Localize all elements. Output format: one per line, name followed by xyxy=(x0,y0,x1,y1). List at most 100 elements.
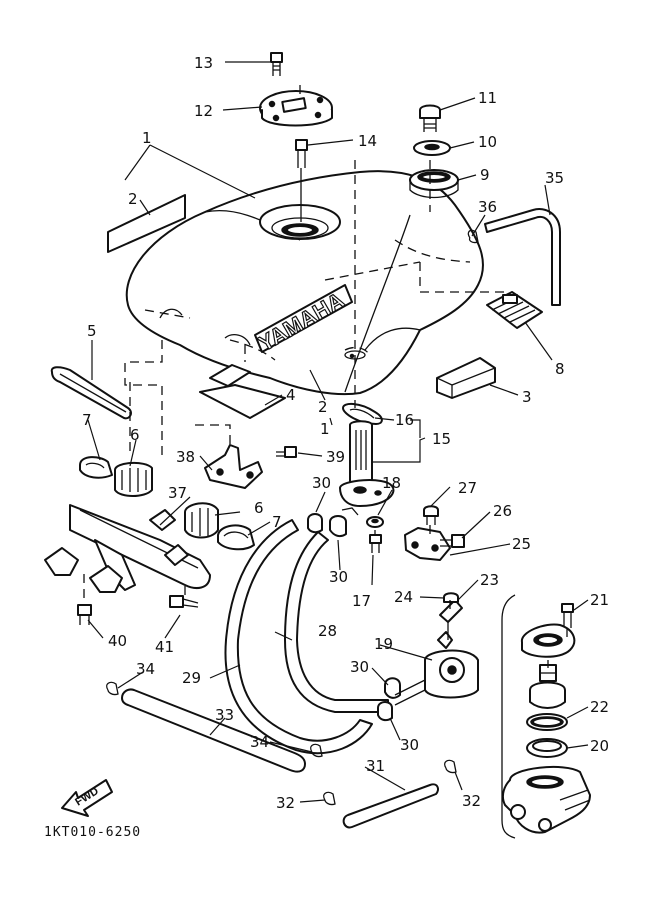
cap-screw xyxy=(295,139,308,222)
bolt-40 xyxy=(77,604,92,625)
hose-clamp-30a xyxy=(307,513,323,534)
bracket-bolt xyxy=(276,446,297,458)
fuel-cock xyxy=(394,631,479,706)
callout-5: 5 xyxy=(87,322,97,340)
bolt-41 xyxy=(169,595,199,608)
callout-32b: 32 xyxy=(462,792,481,810)
callout-30c: 30 xyxy=(350,658,369,676)
gasket-20 xyxy=(526,738,568,758)
callout-16: 16 xyxy=(395,411,414,429)
cock-bracket xyxy=(404,527,451,561)
leader-lines xyxy=(87,61,589,803)
callout-11: 11 xyxy=(478,89,497,107)
callout-15: 15 xyxy=(432,430,451,448)
valve-stem xyxy=(529,664,566,709)
callout-41: 41 xyxy=(155,638,174,656)
fuel-tank: YAMAHA xyxy=(125,170,505,396)
callout-34a: 34 xyxy=(136,660,155,678)
clip-34a xyxy=(106,681,119,696)
callout-24: 24 xyxy=(394,588,413,606)
callout-6b: 6 xyxy=(254,499,264,517)
drain-hose-31 xyxy=(342,783,439,829)
callout-labels: 1 2 13 12 14 11 10 9 35 36 8 3 5 4 2 1 1… xyxy=(82,54,609,812)
callout-14: 14 xyxy=(358,132,377,150)
callout-28: 28 xyxy=(318,622,337,640)
hose-clip xyxy=(467,229,479,244)
screw-17 xyxy=(369,534,382,553)
callout-25: 25 xyxy=(512,535,531,553)
hose-clamp-30b xyxy=(329,507,359,538)
rubber-grommet xyxy=(409,169,459,199)
callout-34b: 34 xyxy=(250,733,269,751)
tank-damper xyxy=(486,291,543,329)
callout-30b: 30 xyxy=(329,568,348,586)
fuel-strainer xyxy=(339,420,395,507)
hose-clamp-30c xyxy=(384,677,401,699)
o-ring xyxy=(342,402,383,425)
callout-33: 33 xyxy=(215,706,234,724)
cap-bolt xyxy=(270,52,283,76)
side-cover-emblem xyxy=(199,364,286,419)
callout-6: 6 xyxy=(130,426,140,444)
callout-38: 38 xyxy=(176,448,195,466)
cock-body xyxy=(501,766,591,834)
callout-12: 12 xyxy=(194,102,213,120)
knob-right xyxy=(184,502,219,539)
callout-9: 9 xyxy=(480,166,490,184)
forward-direction-arrow: FWD xyxy=(61,779,113,817)
callout-1: 1 xyxy=(142,129,152,147)
diagram-reference-code: 1KT010-6250 xyxy=(44,825,141,840)
seat-cushion xyxy=(436,357,496,399)
screw-27 xyxy=(423,505,439,525)
clip-32a xyxy=(323,791,336,806)
callout-32a: 32 xyxy=(276,794,295,812)
washer-18 xyxy=(366,516,384,528)
alignment-guides xyxy=(83,85,568,668)
callout-8: 8 xyxy=(555,360,565,378)
hose-clamp-30d xyxy=(377,701,393,722)
bolt-26 xyxy=(440,534,465,548)
callout-17: 17 xyxy=(352,592,371,610)
mounting-bolt xyxy=(419,104,441,132)
callout-26: 26 xyxy=(493,502,512,520)
fuel-cock-assembly xyxy=(44,504,211,593)
callout-27: 27 xyxy=(458,479,477,497)
callout-7b: 7 xyxy=(272,513,282,531)
callout-20: 20 xyxy=(590,737,609,755)
o-ring-22 xyxy=(526,713,568,731)
callout-23: 23 xyxy=(480,571,499,589)
callout-19: 19 xyxy=(374,635,393,653)
inset-bracket-line xyxy=(501,594,516,839)
callout-30d: 30 xyxy=(400,736,419,754)
callout-2b: 2 xyxy=(318,398,328,416)
breather-hose xyxy=(484,208,561,306)
screw-24 xyxy=(443,592,459,603)
callout-40: 40 xyxy=(108,632,127,650)
callout-7: 7 xyxy=(82,411,92,429)
callout-18: 18 xyxy=(382,474,401,492)
screw-21 xyxy=(561,603,574,628)
callout-22: 22 xyxy=(590,698,609,716)
callout-35: 35 xyxy=(545,169,564,187)
callout-3: 3 xyxy=(522,388,532,406)
callout-1b: 1 xyxy=(320,420,330,438)
callout-2: 2 xyxy=(128,190,138,208)
callout-13: 13 xyxy=(194,54,213,72)
callout-29: 29 xyxy=(182,669,201,687)
callout-37: 37 xyxy=(168,484,187,502)
callout-21: 21 xyxy=(590,591,609,609)
callout-36: 36 xyxy=(478,198,497,216)
callout-4: 4 xyxy=(286,386,296,404)
filler-cap xyxy=(259,90,333,127)
clip-32b xyxy=(444,759,457,774)
callout-10: 10 xyxy=(478,133,497,151)
knob-left xyxy=(114,462,153,497)
callout-39: 39 xyxy=(326,448,345,466)
mounting-bracket xyxy=(204,444,263,489)
fuel-hose-clip-left xyxy=(79,456,113,479)
callout-31: 31 xyxy=(366,757,385,775)
washer xyxy=(413,140,451,156)
callout-30a: 30 xyxy=(312,474,331,492)
cock-cover-plate xyxy=(521,623,576,658)
